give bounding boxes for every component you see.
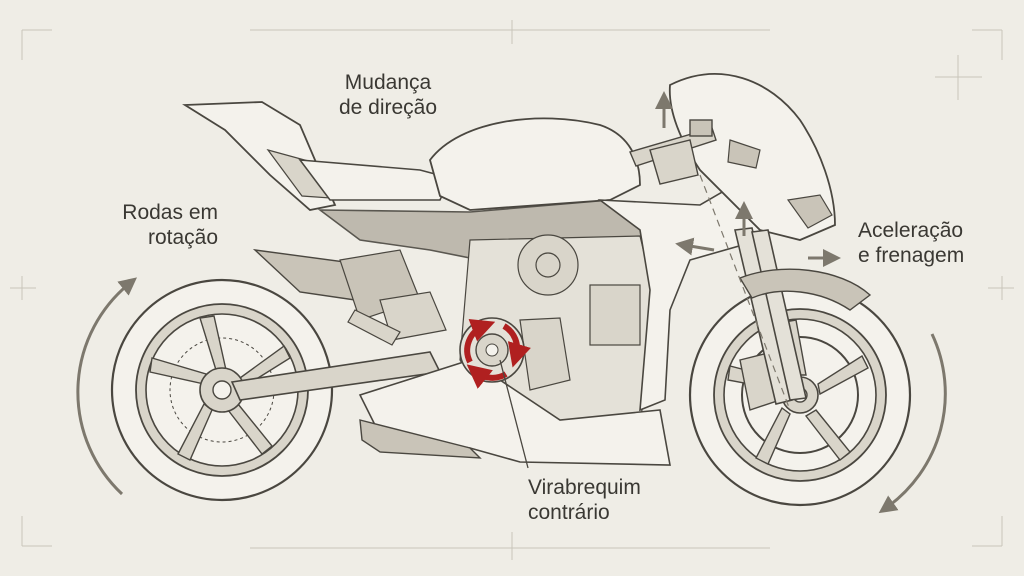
footpeg	[347, 309, 401, 346]
front-wheel-rotation-arrow	[878, 333, 947, 514]
steering-label-line2: de direção	[338, 96, 438, 119]
crank-label: Virabrequim contrário	[528, 475, 688, 525]
wheels-label: Rodas em rotação	[96, 200, 218, 250]
direction-arrows	[655, 91, 841, 267]
engine	[339, 234, 661, 426]
accel-label-line2: e frenagem	[858, 244, 965, 267]
crank-label-line2: contrário	[528, 501, 610, 524]
fuel-tank	[429, 117, 641, 211]
rear-wheel-rotation-arrow	[76, 277, 138, 496]
headlight	[786, 194, 833, 229]
steering-axis	[699, 174, 791, 411]
accel-label-line1: Aceleração	[858, 219, 964, 242]
crankshaft-leader-line	[499, 359, 529, 469]
blueprint-frame	[10, 20, 1014, 560]
rear-wheel	[110, 278, 334, 502]
steering-label-line1: Mudança	[344, 71, 432, 94]
handlebar	[629, 119, 717, 185]
wheels-label-line1: Rodas em	[122, 201, 218, 224]
steering-label: Mudança de direção	[318, 70, 458, 120]
front-fender	[738, 268, 872, 311]
exhaust	[359, 419, 482, 459]
crank-label-line1: Virabrequim	[528, 476, 641, 499]
wheels-label-line2: rotação	[147, 226, 218, 249]
accel-label: Aceleração e frenagem	[858, 218, 998, 268]
